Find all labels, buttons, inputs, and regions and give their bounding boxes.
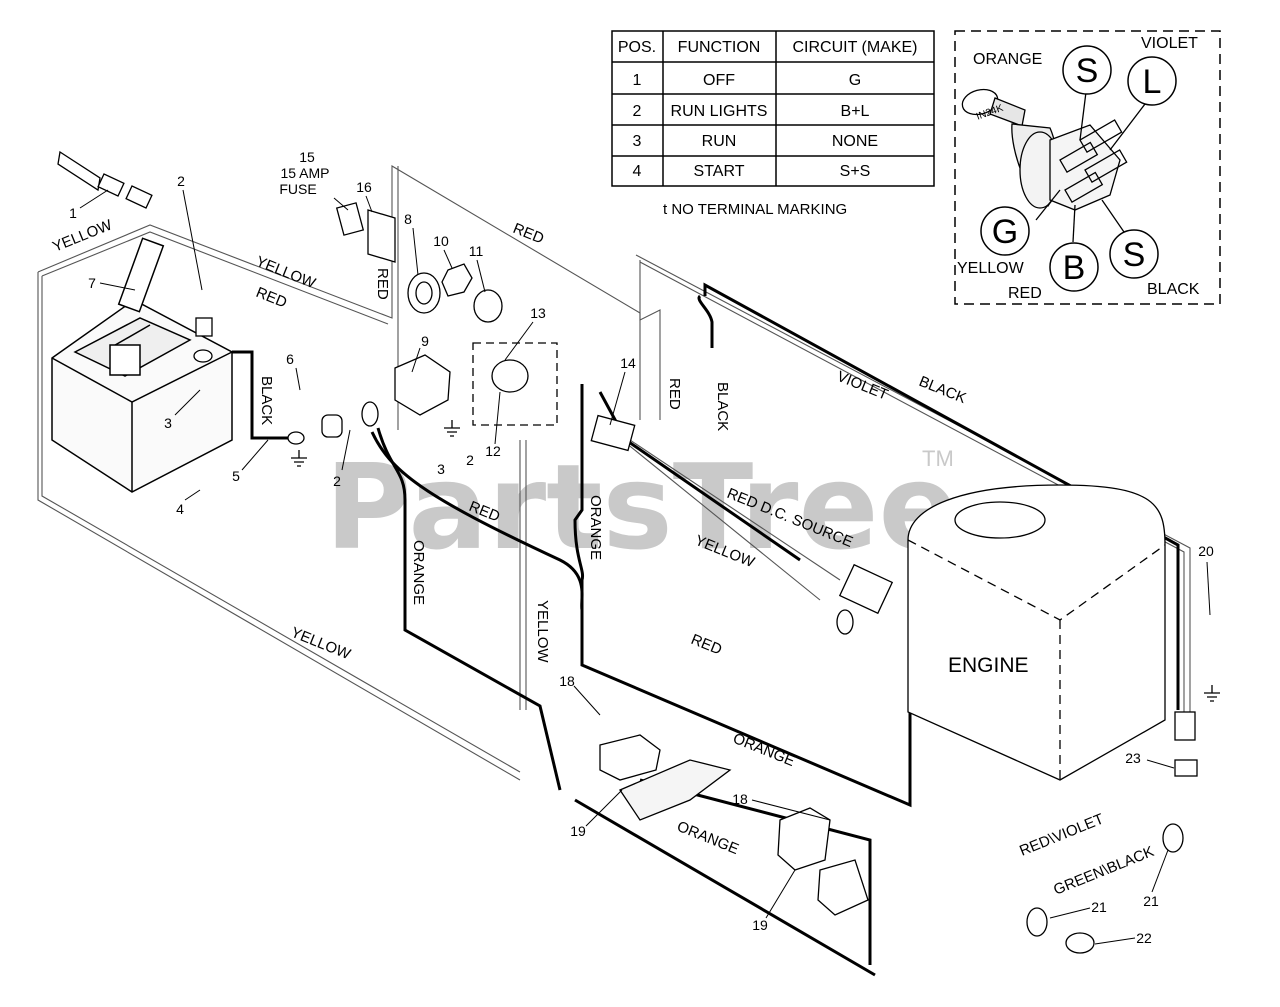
fuse-label: FUSE xyxy=(279,181,316,197)
part-number: 6 xyxy=(286,351,294,367)
table-cell: 2 xyxy=(633,103,642,120)
part-number: 3 xyxy=(437,461,445,477)
wire-label-red-violet: RED\VIOLET xyxy=(1017,811,1106,860)
part-number: 19 xyxy=(752,917,768,933)
terminal-l: L xyxy=(1143,63,1162,101)
table-cell: G xyxy=(849,72,861,89)
inset-label-orange: ORANGE xyxy=(973,51,1042,68)
table-cell: RUN xyxy=(702,133,737,150)
table-footnote: t NO TERMINAL MARKING xyxy=(663,201,847,218)
terminal-s-bottom: S xyxy=(1123,236,1146,274)
part-number: 10 xyxy=(433,233,449,249)
part-number: 14 xyxy=(620,355,636,371)
table-header-function: FUNCTION xyxy=(678,39,761,56)
wire-label-red: RED xyxy=(374,268,391,300)
part-number: 3 xyxy=(164,415,172,431)
terminal-g: G xyxy=(992,213,1018,251)
table-cell: 4 xyxy=(633,163,642,180)
part-number: 19 xyxy=(570,823,586,839)
inset-label-yellow: YELLOW xyxy=(957,260,1025,277)
part-number: 1 xyxy=(69,205,77,221)
ignition-switch-inset: IN24K S L G B S ORANGE VIOLET YELLOW RED… xyxy=(954,30,1221,305)
part-number: 9 xyxy=(421,333,429,349)
terminal-s-top: S xyxy=(1076,52,1099,90)
wire-label-red: RED xyxy=(511,220,547,248)
engine-label: ENGINE xyxy=(948,654,1029,677)
table-cell: OFF xyxy=(703,72,735,89)
battery xyxy=(51,237,233,493)
watermark-tm: TM xyxy=(922,446,954,471)
part-number: 2 xyxy=(177,173,185,189)
wire-label-black: BLACK xyxy=(917,373,969,407)
part-number: 23 xyxy=(1125,750,1141,766)
harness-outlines xyxy=(37,165,1191,781)
wire-label-black: BLACK xyxy=(258,376,275,425)
wire-label-black: BLACK xyxy=(714,382,731,431)
wire-label-orange: ORANGE xyxy=(675,818,742,858)
table-cell: NONE xyxy=(832,133,878,150)
terminal-b: B xyxy=(1063,249,1086,287)
table-cell: S+S xyxy=(840,163,871,180)
wire-label-red: RED xyxy=(666,378,683,410)
wire-label-orange: ORANGE xyxy=(587,495,604,560)
part-number: 16 xyxy=(356,179,372,195)
watermark-text: PartsTree xyxy=(325,438,959,576)
part-number: 18 xyxy=(732,791,748,807)
part-number: 11 xyxy=(469,243,484,259)
part-number: 8 xyxy=(404,211,412,227)
part-number: 5 xyxy=(232,468,240,484)
switch-function-table xyxy=(611,30,935,187)
table-cell: 3 xyxy=(633,133,642,150)
part-number: 18 xyxy=(559,673,575,689)
wire-label-red: RED xyxy=(689,631,725,659)
wire-label-orange: ORANGE xyxy=(731,730,798,770)
inset-label-red: RED xyxy=(1008,285,1042,302)
wire-label-violet: VIOLET xyxy=(835,368,891,404)
part-number: 2 xyxy=(333,473,341,489)
part-number: 4 xyxy=(176,501,184,517)
part-number: 2 xyxy=(466,452,474,468)
components xyxy=(57,150,1198,954)
leader-lines xyxy=(79,189,1211,945)
part-number: 20 xyxy=(1198,543,1214,559)
part-number: 13 xyxy=(530,305,546,321)
svg-text:IN24K: IN24K xyxy=(975,103,1005,123)
ground-symbols xyxy=(291,420,1220,702)
table-cell: RUN LIGHTS xyxy=(671,103,768,120)
fuse-label: 15 AMP xyxy=(280,165,329,181)
wire-label-yellow: YELLOW xyxy=(534,600,551,663)
table-header-pos: POS. xyxy=(618,39,656,56)
wire-label-green-black: GREEN\BLACK xyxy=(1051,843,1156,899)
table-cell: B+L xyxy=(841,103,870,120)
main-wires xyxy=(232,282,1180,977)
part-number: 22 xyxy=(1136,930,1152,946)
table-cell: 1 xyxy=(633,72,642,89)
wire-label-red: RED xyxy=(254,284,290,312)
table-cell: START xyxy=(694,163,745,180)
wire-label-orange: ORANGE xyxy=(410,540,427,605)
part-number: 12 xyxy=(485,443,501,459)
inset-label-violet: VIOLET xyxy=(1141,35,1198,52)
part-number: 15 xyxy=(299,149,315,165)
part-number: 21 xyxy=(1143,893,1159,909)
part-number: 7 xyxy=(88,275,96,291)
inset-label-black: BLACK xyxy=(1147,281,1200,298)
part-number: 21 xyxy=(1091,899,1107,915)
table-header-circuit: CIRCUIT (MAKE) xyxy=(792,39,917,56)
